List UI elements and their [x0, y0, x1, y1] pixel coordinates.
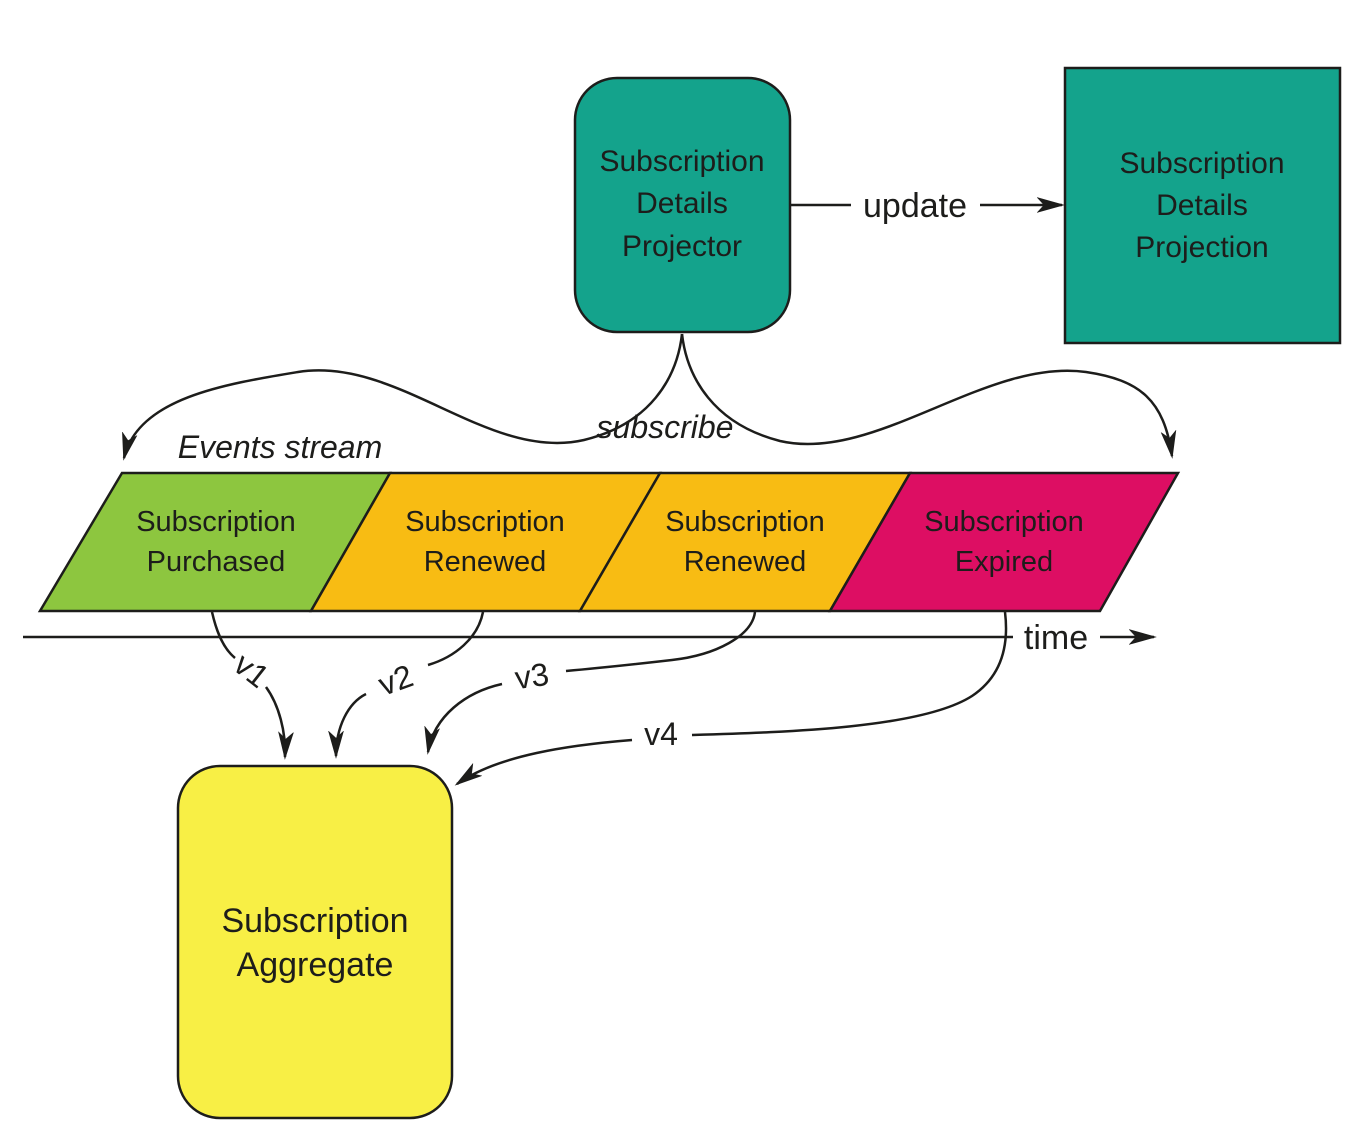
v3-arrow — [428, 682, 503, 752]
event1-label-line2: Purchased — [147, 546, 286, 578]
v1-wire-top — [210, 611, 236, 659]
v4-label: v4 — [644, 716, 678, 752]
projection-label-line3: Projection — [1135, 231, 1268, 264]
projection-node — [1063, 66, 1342, 345]
event2-label-line2: Renewed — [424, 546, 547, 578]
v2-label: v2 — [374, 657, 418, 702]
update-label: update — [863, 187, 967, 225]
v1-label: v1 — [227, 646, 276, 695]
subscribe-arrow-right — [680, 333, 1172, 456]
v2-arrow — [336, 692, 367, 756]
v2-wire-top — [427, 611, 485, 667]
event3-label-line1: Subscription — [665, 506, 825, 538]
v3-wire-top — [565, 611, 757, 673]
v1-arrow — [264, 686, 285, 757]
aggregate-node — [176, 764, 454, 1120]
event4-label-line1: Subscription — [924, 506, 1084, 538]
projection-label-line1: Subscription — [1119, 147, 1284, 180]
time-label: time — [1024, 619, 1088, 657]
v3-label: v3 — [513, 656, 551, 696]
event1-label-line1: Subscription — [136, 506, 296, 538]
event2-label-line1: Subscription — [405, 506, 565, 538]
subscribe-arrow-left — [124, 333, 684, 458]
v4-arrow — [457, 738, 633, 784]
v4-wire-top — [691, 611, 1008, 737]
subscribe-label: subscribe — [597, 409, 734, 445]
events-stream-label: Events stream — [178, 429, 383, 465]
aggregate-label-line2: Aggregate — [237, 946, 394, 984]
projector-label-line1: Subscription — [599, 145, 764, 178]
projection-label-line2: Details — [1156, 189, 1248, 222]
event4-label-line2: Expired — [955, 546, 1053, 578]
projector-label-line3: Projector — [622, 230, 742, 263]
event3-label-line2: Renewed — [684, 546, 807, 578]
projector-label-line2: Details — [636, 187, 728, 220]
aggregate-label-line1: Subscription — [221, 902, 408, 940]
event-subscription-expired — [827, 471, 1181, 613]
